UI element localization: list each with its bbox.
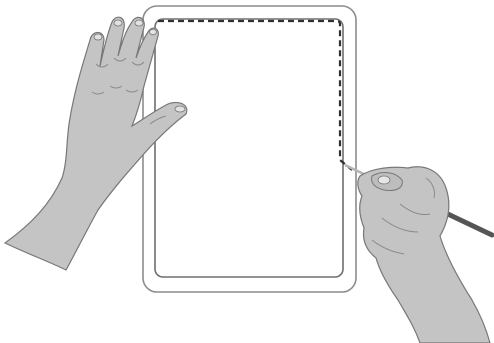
left-nail-2 — [114, 20, 122, 26]
left-nail-4 — [150, 29, 157, 35]
left-thumbnail — [175, 106, 185, 112]
right-hand — [358, 167, 490, 343]
left-nail-1 — [94, 34, 102, 40]
inner-opening — [155, 19, 343, 277]
right-fingernail — [378, 176, 390, 184]
right-hand-shape — [358, 167, 490, 343]
left-nail-3 — [135, 20, 143, 26]
